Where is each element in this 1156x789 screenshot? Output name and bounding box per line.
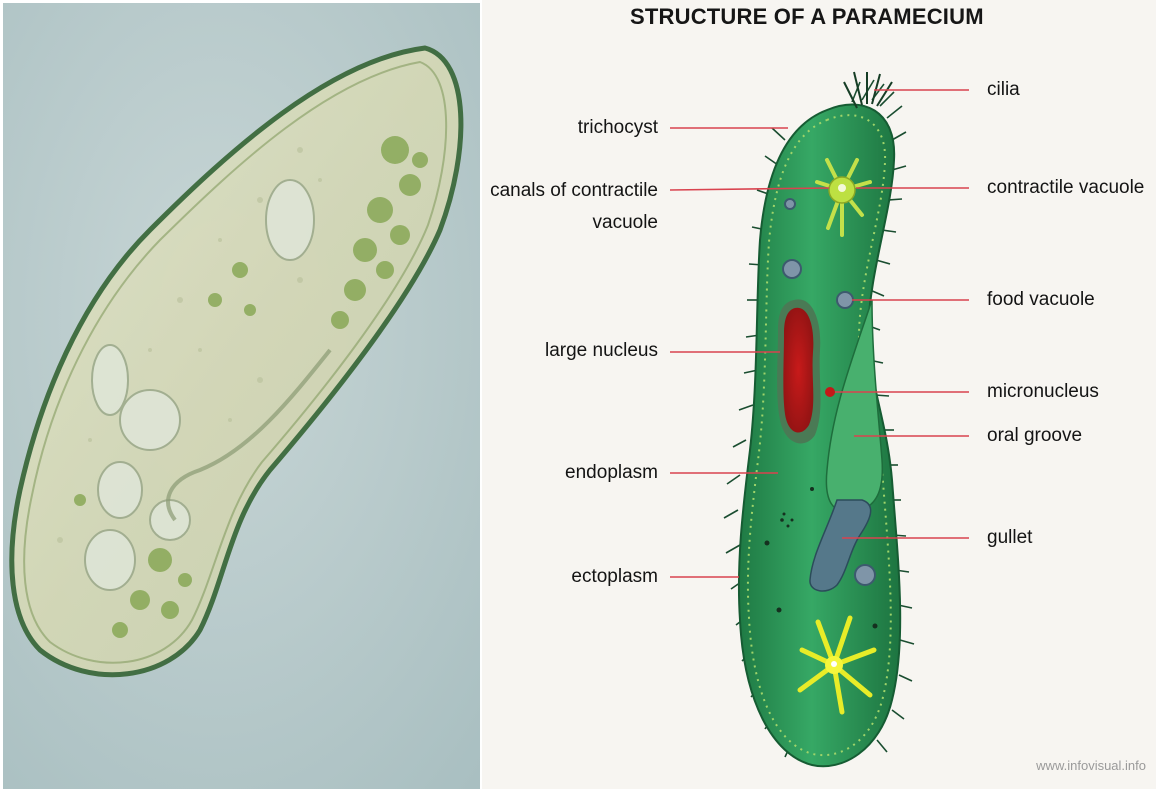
paramecium-diagram: STRUCTURE OF A PARAMECIUM trichocyst can…: [482, 0, 1156, 789]
label-canals-line1: canals of contractile: [490, 180, 658, 202]
label-ectoplasm: ectoplasm: [571, 566, 658, 588]
diagram-title: STRUCTURE OF A PARAMECIUM: [630, 4, 984, 30]
micronucleus-dot: [825, 387, 835, 397]
credit-text: www.infovisual.info: [1036, 758, 1146, 773]
label-oral-groove: oral groove: [987, 425, 1082, 447]
label-micronucleus: micronucleus: [987, 381, 1099, 403]
large-nucleus-shape: [783, 308, 813, 433]
micrograph-photo: [0, 0, 480, 789]
label-food-vacuole: food vacuole: [987, 289, 1095, 311]
label-gullet: gullet: [987, 527, 1032, 549]
micrograph-image: [0, 0, 480, 789]
label-contractile-vacuole: contractile vacuole: [987, 177, 1144, 199]
label-canals-line2: vacuole: [593, 212, 659, 234]
label-trichocyst: trichocyst: [578, 117, 658, 139]
label-large-nucleus: large nucleus: [545, 340, 658, 362]
label-endoplasm: endoplasm: [565, 462, 658, 484]
label-cilia: cilia: [987, 79, 1020, 101]
